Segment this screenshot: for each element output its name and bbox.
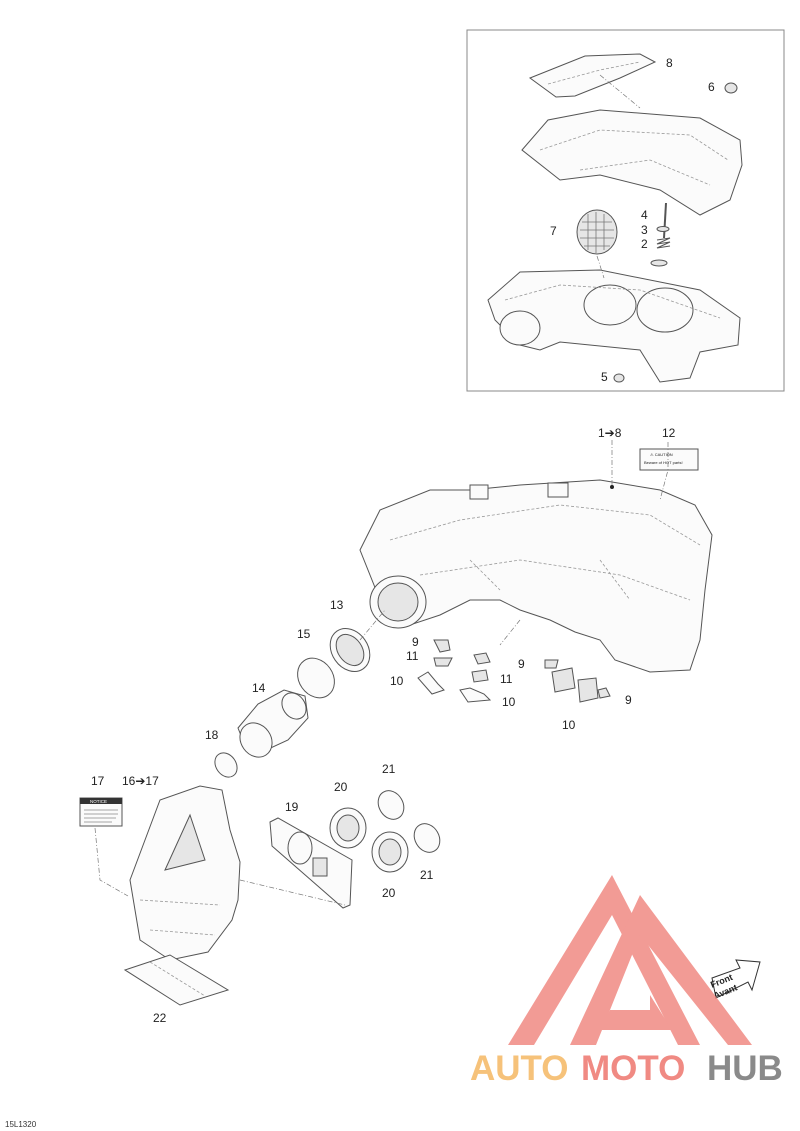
part-22-pad bbox=[123, 954, 230, 1006]
part-8-cover bbox=[528, 53, 657, 98]
notice-title: NOTICE bbox=[90, 799, 107, 804]
callout-12: 12 bbox=[662, 426, 676, 440]
callout-21-b: 21 bbox=[420, 868, 434, 882]
callout-2: 2 bbox=[641, 237, 648, 251]
callout-16-to-17: 16➔17 bbox=[122, 774, 159, 788]
part-17-notice-label: NOTICE bbox=[79, 797, 123, 827]
watermark-wordmark: AUTO MOTO HUB bbox=[470, 1049, 783, 1088]
callout-21-a: 21 bbox=[382, 762, 396, 776]
watermark-auto: AUTO bbox=[470, 1049, 569, 1088]
parts-2-3-4-fasteners bbox=[650, 202, 671, 267]
part-21-clamps bbox=[377, 790, 441, 853]
caution-title: ⚠ CAUTION bbox=[650, 452, 673, 457]
part-12-caution-label: ⚠ CAUTION Beware of HOT parts! bbox=[639, 448, 699, 471]
figure-code: 15L1320 bbox=[5, 1120, 37, 1129]
watermark-logo-mark bbox=[508, 875, 752, 1045]
detail-frame bbox=[466, 29, 785, 392]
callout-10-a: 10 bbox=[390, 674, 404, 688]
callout-11-b: 11 bbox=[500, 672, 513, 686]
part-20-boots bbox=[329, 807, 409, 873]
part-19-plate bbox=[269, 817, 353, 909]
main-airbox-assembly bbox=[359, 479, 713, 673]
part-14-duct bbox=[237, 689, 309, 758]
callout-9-c: 9 bbox=[625, 693, 632, 707]
callout-1-to-8: 1➔8 bbox=[598, 426, 622, 440]
callout-18: 18 bbox=[205, 728, 219, 742]
callout-8: 8 bbox=[666, 56, 673, 70]
part-18-o-ring bbox=[214, 752, 238, 778]
watermark-moto: MOTO bbox=[581, 1049, 685, 1088]
watermark-hub: HUB bbox=[707, 1049, 783, 1088]
callout-9-b: 9 bbox=[518, 657, 525, 671]
callout-6: 6 bbox=[708, 80, 715, 94]
callout-15: 15 bbox=[297, 627, 311, 641]
callout-20-b: 20 bbox=[382, 886, 396, 900]
lower-housing-detail bbox=[487, 269, 741, 383]
part-7-mesh-filter bbox=[576, 209, 618, 255]
callout-9-a: 9 bbox=[412, 635, 419, 649]
callout-14: 14 bbox=[252, 681, 266, 695]
leader-lines bbox=[94, 74, 669, 906]
callout-10-b: 10 bbox=[502, 695, 516, 709]
part-13-seal-ring bbox=[329, 628, 371, 672]
front-direction-arrow: Front Avant bbox=[709, 959, 761, 1001]
upper-housing-lid bbox=[521, 109, 743, 216]
callout-3: 3 bbox=[641, 223, 648, 237]
callouts: 8 6 4 3 2 7 5 1➔8 12 13 15 14 18 9 11 10… bbox=[91, 56, 715, 1025]
clips-9-10-11 bbox=[417, 639, 611, 703]
caution-text: Beware of HOT parts! bbox=[644, 460, 683, 465]
callout-13: 13 bbox=[330, 598, 344, 612]
part-6-grommet bbox=[724, 82, 738, 94]
callout-22: 22 bbox=[153, 1011, 167, 1025]
part-16-filter-housing bbox=[129, 785, 241, 961]
part-15-clamp bbox=[297, 657, 335, 699]
callout-7: 7 bbox=[550, 224, 557, 238]
callout-11-a: 11 bbox=[406, 649, 419, 663]
part-5-nut bbox=[613, 373, 625, 383]
callout-17: 17 bbox=[91, 774, 105, 788]
callout-10-c: 10 bbox=[562, 718, 576, 732]
callout-20-a: 20 bbox=[334, 780, 348, 794]
callout-4: 4 bbox=[641, 208, 648, 222]
callout-19: 19 bbox=[285, 800, 299, 814]
callout-5: 5 bbox=[601, 370, 608, 384]
